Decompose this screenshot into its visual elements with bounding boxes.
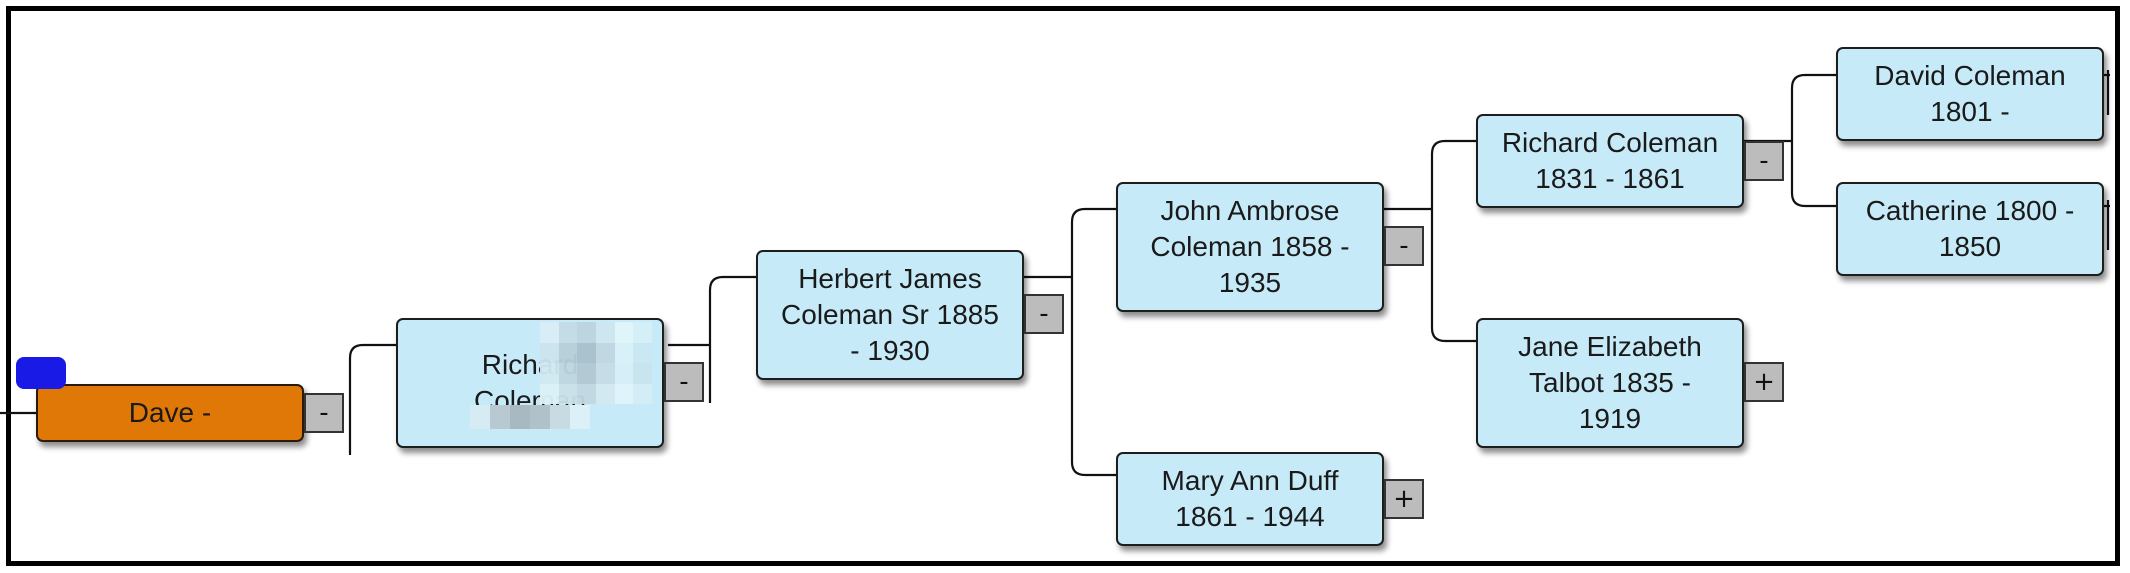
connector-john-richard2	[1384, 139, 1476, 211]
root-person-node[interactable]: Dave -	[36, 384, 304, 442]
person-label: David Coleman 1801 -	[1874, 60, 2066, 127]
person-node-mary-ann[interactable]: Mary Ann Duff 1861 - 1944	[1116, 452, 1384, 546]
person-collapse-toggle-richard-1[interactable]: -	[664, 362, 704, 402]
person-node-herbert[interactable]: Herbert James Coleman Sr 1885 - 1930	[756, 250, 1024, 380]
tree-frame	[6, 6, 2120, 566]
person-collapse-toggle-herbert[interactable]: -	[1024, 294, 1064, 334]
person-collapse-toggle-richard-2[interactable]: -	[1744, 141, 1784, 181]
toggle-symbol: -	[1759, 146, 1769, 176]
connector-herbert-john	[1024, 207, 1116, 279]
person-label: Jane Elizabeth Talbot 1835 - 1919	[1518, 331, 1702, 434]
toggle-symbol: -	[679, 367, 689, 397]
toggle-symbol: -	[1399, 231, 1409, 261]
person-label: Mary Ann Duff 1861 - 1944	[1161, 465, 1339, 532]
connector-richard2-david	[1744, 73, 1836, 143]
root-collapse-toggle[interactable]: -	[304, 393, 344, 433]
toggle-symbol: +	[1393, 484, 1415, 514]
person-node-john-ambrose[interactable]: John Ambrose Coleman 1858 - 1935	[1116, 182, 1384, 312]
person-collapse-toggle-john-ambrose[interactable]: -	[1384, 226, 1424, 266]
toggle-symbol: -	[319, 398, 329, 428]
root-person-label: Dave -	[128, 397, 212, 428]
toggle-symbol: -	[1039, 299, 1049, 329]
connector-herbert-mary	[1070, 277, 1116, 477]
person-label: Richard Coleman 1831 - 1861	[1501, 127, 1719, 194]
person-label: John Ambrose Coleman 1858 - 1935	[1150, 195, 1350, 298]
person-label: Herbert James Coleman Sr 1885 - 1930	[781, 263, 999, 366]
connector-richard1-herbert	[668, 275, 756, 403]
connector-david-out	[2104, 70, 2110, 115]
person-node-jane[interactable]: Jane Elizabeth Talbot 1835 - 1919	[1476, 318, 1744, 448]
root-badge[interactable]	[16, 357, 66, 389]
connector-john-jane	[1430, 209, 1476, 343]
person-node-david[interactable]: David Coleman 1801 -	[1836, 47, 2104, 141]
toggle-symbol: +	[1753, 367, 1775, 397]
person-node-catherine[interactable]: Catherine 1800 - 1850	[1836, 182, 2104, 276]
connector-richard2-catherine	[1790, 141, 1836, 208]
person-expand-toggle-jane[interactable]: +	[1744, 362, 1784, 402]
person-expand-toggle-mary-ann[interactable]: +	[1384, 479, 1424, 519]
person-node-richard-2[interactable]: Richard Coleman 1831 - 1861	[1476, 114, 1744, 208]
connector-catherine-out	[2104, 200, 2110, 250]
person-label: Catherine 1800 - 1850	[1865, 195, 2075, 262]
redacted-region	[540, 322, 652, 404]
connector-root-richard1	[348, 343, 396, 455]
redacted-region-dates	[470, 405, 590, 429]
